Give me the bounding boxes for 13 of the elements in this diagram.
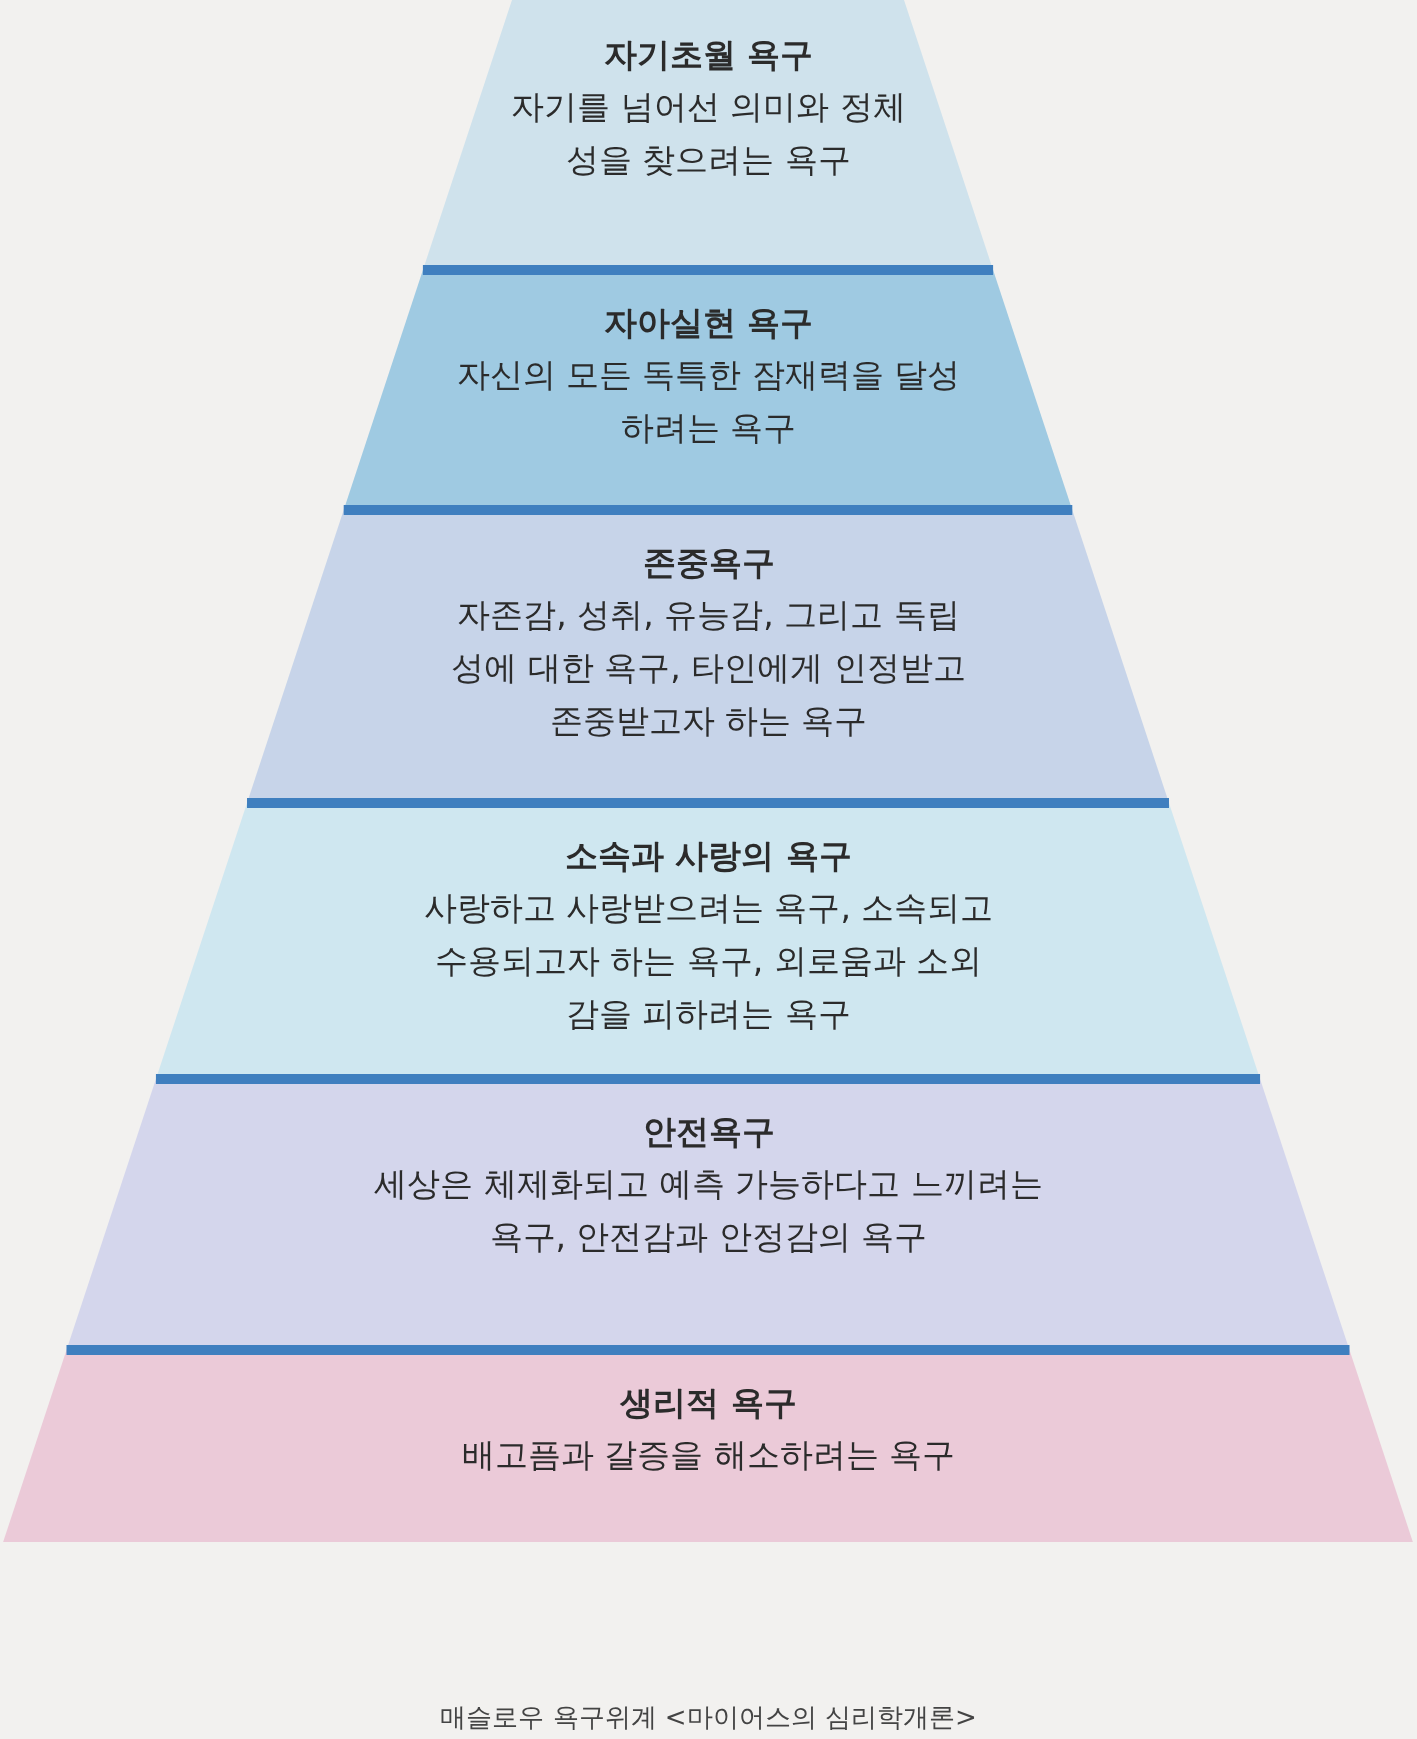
level-description: 자기를 넘어선 의미와 정체성을 찾으려는 욕구 (510, 86, 907, 181)
level-title: 소속과 사랑의 욕구 (565, 835, 852, 877)
level-description: 사랑하고 사랑받으려는 욕구, 소속되고 수용되고자 하는 욕구, 외로움과 소외감을 피하려는 욕구 (423, 887, 994, 1035)
level-description: 자존감, 성취, 유능감, 그리고 독립성에 대한 욕구, 타인에게 인정받고 존중받고자 하는 욕구 (450, 594, 967, 742)
level-title: 자아실현 욕구 (603, 302, 814, 344)
level-title: 자기초월 욕구 (603, 34, 814, 76)
level-title: 안전욕구 (642, 1111, 775, 1153)
level-title: 존중욕구 (642, 542, 775, 584)
level-title: 생리적 욕구 (620, 1382, 797, 1424)
level-description: 자신의 모든 독특한 잠재력을 달성하려는 욕구 (455, 354, 962, 449)
level-description: 세상은 체제화되고 예측 가능하다고 느끼려는 욕구, 안전감과 안정감의 욕구 (373, 1163, 1044, 1258)
level-description: 배고픔과 갈증을 해소하려는 욕구 (460, 1434, 957, 1476)
caption: 매슬로우 욕구위계 <마이어스의 심리학개론> (439, 1701, 978, 1734)
